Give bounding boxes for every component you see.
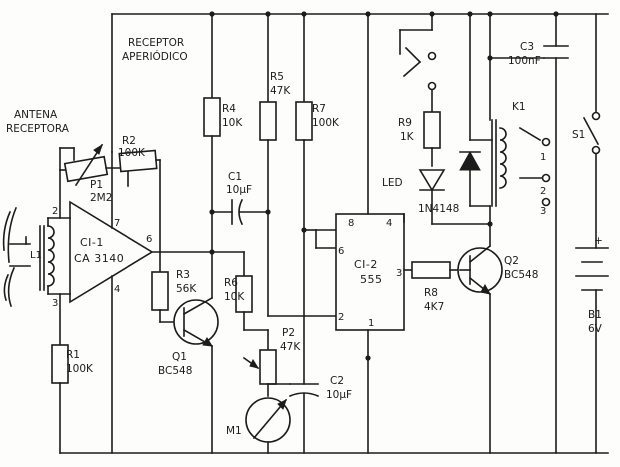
b1-plus: + bbox=[594, 235, 603, 247]
antenna-symbol bbox=[2, 206, 31, 308]
ci1-name: CI-1 bbox=[80, 236, 104, 249]
ci2-name: CI-2 bbox=[354, 258, 378, 271]
c2-value: 10µF bbox=[326, 389, 352, 401]
r3-resistor bbox=[151, 271, 169, 311]
l1-label: L1 bbox=[30, 250, 42, 261]
p2-ref: P2 bbox=[282, 327, 295, 339]
ci1-pin-3: 3 bbox=[52, 298, 58, 309]
p1-value: 2M2 bbox=[90, 192, 112, 204]
r3-value: 56K bbox=[176, 283, 197, 295]
positive-rail bbox=[111, 13, 609, 153]
r1-value: 100K bbox=[66, 363, 94, 375]
r9-resistor bbox=[423, 111, 441, 149]
ci1-pin-6: 6 bbox=[146, 234, 152, 245]
c1-value: 10µF bbox=[226, 184, 252, 196]
antenna-label-1: ANTENA bbox=[14, 109, 58, 121]
ci2-pin-8: 8 bbox=[348, 218, 354, 229]
r5-column bbox=[259, 11, 337, 317]
ci1-opamp bbox=[47, 151, 213, 454]
ci2-pin-3: 3 bbox=[396, 268, 402, 279]
k1-contact-3: 3 bbox=[540, 206, 546, 217]
q1-value: BC548 bbox=[158, 365, 192, 377]
title-line-1: RECEPTOR bbox=[128, 37, 184, 49]
k1-contact-1: 1 bbox=[540, 152, 546, 163]
ci1-pin-7: 7 bbox=[114, 218, 120, 229]
s1-ref: S1 bbox=[572, 129, 585, 141]
k1-ref: K1 bbox=[512, 101, 526, 113]
r4-value: 10K bbox=[222, 117, 243, 129]
r6-value: 10K bbox=[224, 291, 245, 303]
r8-value: 4K7 bbox=[424, 301, 444, 313]
q2-value: BC548 bbox=[504, 269, 538, 281]
k1-contact-2: 2 bbox=[540, 186, 546, 197]
r7-column bbox=[295, 11, 337, 249]
relay-contacts-top bbox=[399, 13, 437, 113]
p2-value: 47K bbox=[280, 341, 301, 353]
r5-resistor bbox=[259, 101, 277, 141]
d1-value: 1N4148 bbox=[418, 203, 459, 215]
m1-ref: M1 bbox=[226, 425, 242, 437]
r3-ref: R3 bbox=[176, 269, 190, 281]
p1-ref: P1 bbox=[90, 179, 103, 191]
relay-k1-coil bbox=[487, 119, 507, 227]
r7-ref: R7 bbox=[312, 103, 326, 115]
b1-value: 6V bbox=[588, 323, 603, 335]
r7-resistor bbox=[295, 101, 313, 141]
r4-column bbox=[203, 11, 221, 299]
q1-ref: Q1 bbox=[172, 351, 187, 363]
r9-ref: R9 bbox=[398, 117, 412, 129]
p2-potentiometer bbox=[259, 349, 277, 385]
d1-diode bbox=[459, 11, 493, 207]
r6-p2-meter-group bbox=[211, 251, 291, 454]
c2-capacitor bbox=[288, 229, 320, 454]
r4-resistor bbox=[203, 97, 221, 137]
r3-q1-group bbox=[151, 251, 219, 454]
r8-resistor bbox=[411, 261, 451, 279]
antenna-coil-l1 bbox=[39, 217, 55, 295]
c3-capacitor bbox=[487, 11, 569, 454]
c2-ref: C2 bbox=[330, 375, 344, 387]
ci1-pin-4: 4 bbox=[114, 284, 120, 295]
ci2-pin-2: 2 bbox=[338, 312, 344, 323]
ci2-part: 555 bbox=[360, 273, 383, 286]
r5-value: 47K bbox=[270, 85, 291, 97]
r9-led-group bbox=[418, 11, 491, 225]
feedback-network bbox=[59, 143, 161, 253]
r8-ref: R8 bbox=[424, 287, 438, 299]
antenna-label-2: RECEPTORA bbox=[6, 123, 70, 135]
q1-transistor bbox=[173, 299, 219, 345]
b1-battery bbox=[575, 247, 609, 454]
r2-ref: R2 bbox=[122, 135, 136, 147]
c1-ref: C1 bbox=[228, 171, 242, 183]
r6-ref: R6 bbox=[224, 277, 238, 289]
s1-switch[interactable] bbox=[582, 13, 601, 249]
c3-ref: C3 bbox=[520, 41, 534, 53]
r5-ref: R5 bbox=[270, 71, 284, 83]
q2-ref: Q2 bbox=[504, 255, 519, 267]
ci2-pin-6: 6 bbox=[338, 246, 344, 257]
c3-value: 100nF bbox=[508, 55, 541, 67]
r8-resistor-group bbox=[411, 261, 461, 279]
ci1-pin-2: 2 bbox=[52, 206, 58, 217]
ci2-pin-1: 1 bbox=[368, 318, 374, 329]
b1-ref: B1 bbox=[588, 309, 602, 321]
relay-k1-contacts bbox=[518, 126, 551, 207]
led-label: LED bbox=[382, 177, 403, 189]
title-line-2: APERIÓDICO bbox=[122, 50, 188, 63]
r9-value: 1K bbox=[400, 131, 415, 143]
r2-value: 100K bbox=[118, 147, 146, 159]
q2-transistor bbox=[457, 223, 503, 454]
ci1-part: CA 3140 bbox=[74, 252, 124, 265]
led-diode bbox=[418, 169, 446, 192]
c1-capacitor bbox=[211, 198, 269, 226]
r1-ref: R1 bbox=[66, 349, 80, 361]
r1-resistor-group bbox=[51, 293, 69, 454]
r7-value: 100K bbox=[312, 117, 340, 129]
ci2-pin-4: 4 bbox=[386, 218, 392, 229]
r4-ref: R4 bbox=[222, 103, 236, 115]
ci2-555 bbox=[335, 11, 413, 454]
